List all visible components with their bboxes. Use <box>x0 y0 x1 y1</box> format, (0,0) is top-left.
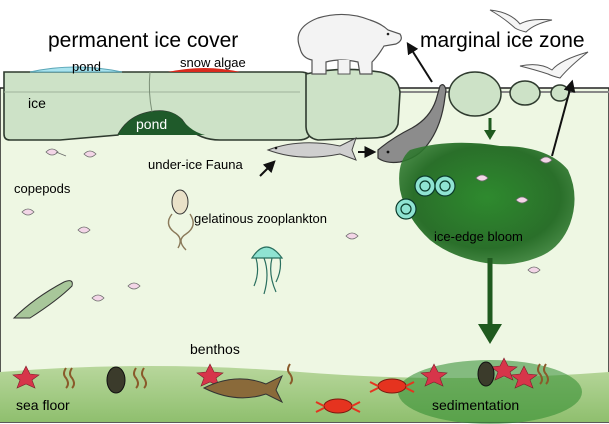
crab-icon-1 <box>315 398 361 414</box>
copepod-icons <box>21 148 553 302</box>
crab-icon-2 <box>369 378 415 394</box>
ice-floe-1 <box>448 71 502 117</box>
surface-pond <box>29 66 123 73</box>
arrow-fauna-to-fish <box>259 160 276 177</box>
sedimentation-arrow-head <box>478 324 502 344</box>
flatfish-icon <box>202 374 284 404</box>
arrow-seal-to-bear <box>406 41 433 83</box>
comb-jelly-icon <box>167 189 194 251</box>
label-permanent-ice-cover: permanent ice cover <box>48 29 239 52</box>
ice-edge-bloom <box>399 142 575 265</box>
worm-icons <box>63 363 549 389</box>
bird-icon-2 <box>519 51 589 79</box>
label-marginal-ice-zone: marginal ice zone <box>420 29 585 52</box>
label-under-ice-fauna: under-ice Fauna <box>148 157 243 172</box>
label-copepods: copepods <box>14 181 71 196</box>
label-ice: ice <box>28 95 46 111</box>
label-snow-algae: snow algae <box>180 55 246 70</box>
ice-crack <box>148 71 153 113</box>
diatom-icons <box>395 175 456 220</box>
ice-floe-3 <box>550 84 570 102</box>
under-ice-pond <box>118 111 205 135</box>
label-gelatinous-zooplankton: gelatinous zooplankton <box>194 211 327 226</box>
jellyfish-icon <box>250 246 284 295</box>
seal-icon <box>377 84 447 164</box>
ice-floe-2 <box>509 80 541 106</box>
label-ice-edge-bloom: ice-edge bloom <box>434 229 523 244</box>
label-sedimentation: sedimentation <box>432 397 520 413</box>
bloom-input-arrow-head <box>484 130 496 140</box>
label-pond-under: pond <box>136 116 168 132</box>
label-benthos: benthos <box>190 341 240 357</box>
ice-block-2 <box>305 68 401 141</box>
arctic-cod-icon <box>266 137 357 161</box>
snow-algae <box>168 68 240 72</box>
starfish-icons <box>12 357 538 389</box>
label-pond-top: pond <box>72 59 101 74</box>
bird-icon-1 <box>489 9 553 33</box>
squid-icon <box>12 280 73 319</box>
label-sea-floor: sea floor <box>16 397 70 413</box>
polar-bear-icon <box>297 13 402 75</box>
clam-icons <box>106 361 495 394</box>
arrow-bloom-to-bird <box>551 79 576 157</box>
